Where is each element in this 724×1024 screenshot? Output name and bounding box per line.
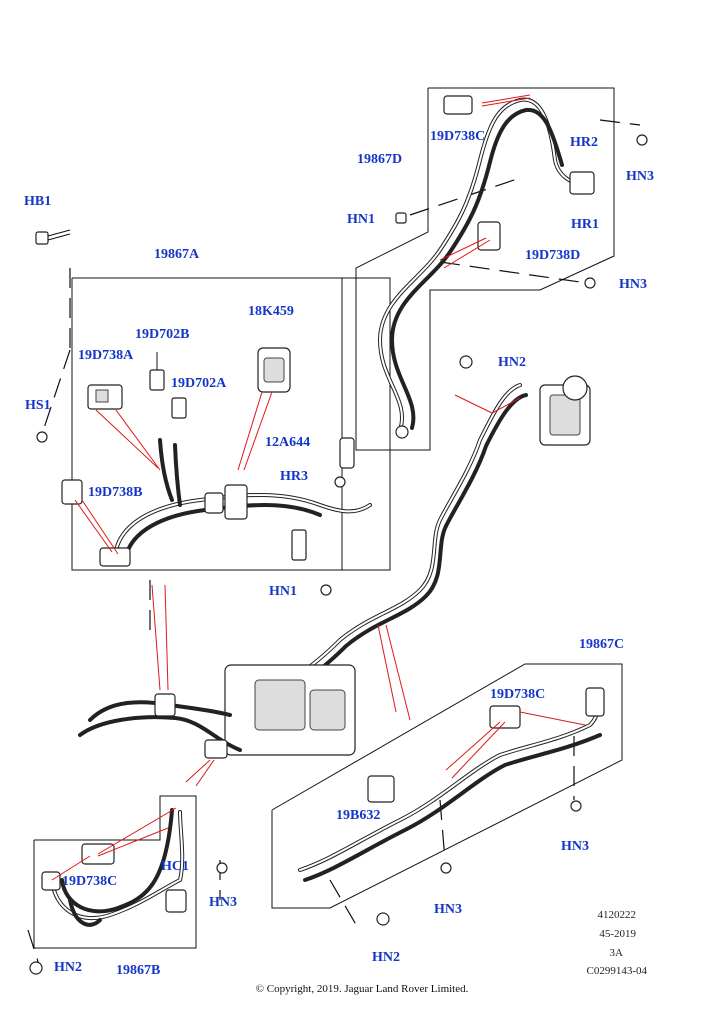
nut-hn2-left <box>29 961 43 975</box>
nut-hs1 <box>36 431 48 443</box>
copyright-notice: © Copyright, 2019. Jaguar Land Rover Lim… <box>255 983 469 995</box>
harness-19867a-pipes <box>113 438 372 562</box>
reference-code-2: 45-2019 <box>599 928 636 940</box>
callout-hn3-mid: HN3 <box>619 277 647 292</box>
callout-19d702a: 19D702A <box>171 376 227 391</box>
callout-19867a: 19867A <box>154 247 200 262</box>
callout-hn1-lower: HN1 <box>269 584 297 599</box>
callout-hn2-mid: HN2 <box>498 355 526 370</box>
part-18k459 <box>257 347 291 393</box>
callout-hr1: HR1 <box>571 217 599 232</box>
callout-hn3-right: HN3 <box>561 839 589 854</box>
callout-hn3-left: HN3 <box>209 895 237 910</box>
nut-hn2-mid <box>459 355 473 369</box>
part-19d702b <box>149 352 165 391</box>
expansion-valve-assembly <box>539 375 591 446</box>
reference-code-3: 3A <box>609 947 623 959</box>
callout-19867b: 19867B <box>116 963 161 978</box>
callout-hn2-bottom: HN2 <box>372 950 400 965</box>
bolt-hb1 <box>35 229 71 245</box>
hvac-module <box>78 664 356 759</box>
callout-19d702b: 19D702B <box>135 327 190 342</box>
callout-hn3-bottom: HN3 <box>434 902 462 917</box>
reference-code-4: C0299143-04 <box>586 965 648 977</box>
callout-hb1: HB1 <box>24 194 52 209</box>
callout-19d738c-top: 19D738C <box>430 129 486 144</box>
nut-hn1-upper <box>395 212 407 224</box>
harness-19867c-pipes <box>298 687 605 882</box>
callout-hn2-left: HN2 <box>54 960 82 975</box>
nut-hn2-bottom <box>376 912 390 926</box>
callout-19d738c-right: 19D738C <box>490 687 546 702</box>
harness-19867d-pipes <box>378 95 592 439</box>
callout-19867d: 19867D <box>357 152 403 167</box>
callout-hr3: HR3 <box>280 469 308 484</box>
nut-hn3-right <box>570 800 582 812</box>
part-12a644 <box>334 437 355 488</box>
callout-hs1: HS1 <box>25 398 51 413</box>
callout-hr2: HR2 <box>570 135 598 150</box>
callout-18k459: 18K459 <box>248 304 294 319</box>
callout-19d738a: 19D738A <box>78 348 134 363</box>
frame-19867a <box>71 277 391 571</box>
callout-19d738c-left: 19D738C <box>62 874 118 889</box>
frame-19867d <box>355 87 615 451</box>
callout-19d738b: 19D738B <box>88 485 143 500</box>
part-19d738a <box>87 384 123 410</box>
nut-hn1-lower <box>320 584 332 596</box>
nut-hn3-bottom <box>440 862 452 874</box>
part-19d702a <box>171 397 187 419</box>
nut-hn3-top <box>636 134 648 146</box>
fitting-hr1-hr2 <box>569 171 595 195</box>
callout-19867c: 19867C <box>579 637 625 652</box>
reference-code-1: 4120222 <box>597 909 637 921</box>
callout-12a644: 12A644 <box>265 435 311 450</box>
frame-19867c <box>271 663 623 909</box>
callout-hc1: HC1 <box>161 859 189 874</box>
nut-hn3-mid <box>584 277 596 289</box>
callout-19b632: 19B632 <box>336 808 381 823</box>
callout-hn1-upper: HN1 <box>347 212 375 227</box>
leader-lines <box>51 94 586 881</box>
main-pipe-run <box>228 383 528 710</box>
part-19d738b <box>61 479 131 567</box>
nut-hn3-left <box>216 862 228 874</box>
callout-hn3-top: HN3 <box>626 169 654 184</box>
callout-19d738d: 19D738D <box>525 248 581 263</box>
